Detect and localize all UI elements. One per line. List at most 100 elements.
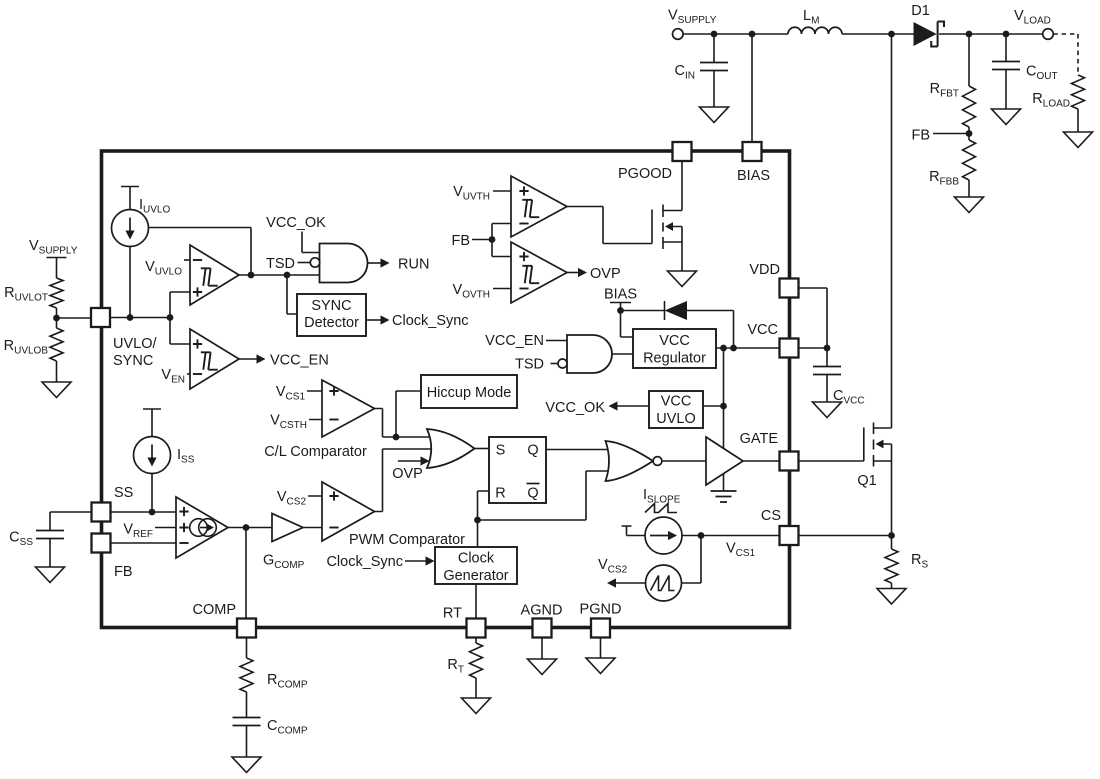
label-clock-sync-out: Clock_Sync xyxy=(392,313,469,329)
gnd-pgnd xyxy=(584,657,617,675)
pin-gate xyxy=(778,450,800,472)
pin-fb xyxy=(90,532,112,554)
vcs2-ramp-source xyxy=(644,564,683,602)
vcs2-out-arrow xyxy=(607,578,616,588)
label-pin-pgnd: PGND xyxy=(580,602,622,618)
vcc-regulator-box xyxy=(632,328,717,369)
gnd-ruvlob xyxy=(40,381,73,399)
wire-diode-vcc xyxy=(687,309,735,348)
ea-plus-top xyxy=(179,506,189,517)
gnd-rt xyxy=(459,697,493,715)
wire-hiccup-feed xyxy=(395,390,421,437)
uvth-comp-plus xyxy=(519,186,529,196)
nor-invert-bubble xyxy=(652,455,663,467)
tsd-in-invert-bubble xyxy=(557,358,568,369)
label-vcc-ok-top: VCC_OK xyxy=(266,215,326,231)
en-comp-plus xyxy=(192,339,203,349)
label-pin-bias: BIAS xyxy=(737,168,770,184)
uvlo-comp-plus xyxy=(192,287,203,297)
label-pin-comp: COMP xyxy=(193,602,237,618)
d1-diode-triangle xyxy=(913,22,937,46)
label-pin-pgood: PGOOD xyxy=(618,166,672,182)
dot-iss xyxy=(148,508,156,516)
label-sync-detector-2: Detector xyxy=(304,315,359,331)
label-vcc-en-out: VCC_EN xyxy=(270,353,329,369)
label-pin-rt: RT xyxy=(443,606,462,622)
vcc-diode-triangle xyxy=(664,301,687,320)
gnd-rs xyxy=(875,587,908,606)
cin-capacitor xyxy=(700,61,728,72)
run-arrow xyxy=(380,258,390,268)
wire-iuvlo-feed xyxy=(148,226,252,275)
clock-sync-out-arrow xyxy=(380,315,390,325)
pin-pgnd xyxy=(589,617,612,639)
pin-uvlo-sync xyxy=(89,306,112,329)
gnd-cin xyxy=(697,106,731,124)
ea-symbol-circle-right xyxy=(197,517,218,538)
pin-comp xyxy=(235,617,258,639)
uvlo-comp-hysteresis-icon xyxy=(200,267,218,287)
q1-arrow xyxy=(875,439,884,449)
pin-pgood xyxy=(671,140,693,163)
ovp-in-arrow xyxy=(420,456,430,466)
sr-latch-box xyxy=(488,436,547,504)
pwm-comp-plus xyxy=(329,491,339,501)
hiccup-mode-box xyxy=(420,374,518,409)
iuvlo-arrow xyxy=(125,230,135,240)
label-pin-gate: GATE xyxy=(740,431,779,447)
gnd-ccomp xyxy=(230,756,263,774)
rfbb-resistor xyxy=(960,139,978,181)
cl-comparator xyxy=(321,378,377,439)
ovp-out-arrow xyxy=(578,267,587,278)
dot-iuvlo xyxy=(126,314,134,321)
label-pin-cs: CS xyxy=(761,508,781,524)
wire-vdd-right xyxy=(798,287,828,348)
wire-sync-feed xyxy=(286,275,297,315)
label-cl-comparator: C/L Comparator xyxy=(264,444,367,460)
d1-schottky-hooks xyxy=(930,20,945,48)
label-pin-vcc: VCC xyxy=(747,322,778,338)
dot-vccreg-out-b xyxy=(730,344,737,352)
dot-ea-out xyxy=(242,524,250,531)
islope-arrow xyxy=(668,530,677,541)
dot-bias-tap xyxy=(748,30,756,38)
gate-driver-ground xyxy=(710,490,737,503)
rt-resistor xyxy=(467,642,485,679)
ea-symbol-arrow xyxy=(207,523,214,532)
dot-divider-tap xyxy=(53,314,60,322)
label-tsd-top: TSD xyxy=(266,256,295,272)
rcomp-resistor xyxy=(237,657,256,693)
wire-css-top xyxy=(49,511,92,530)
label-vcc-ok-left: VCC_OK xyxy=(545,400,605,416)
label-bias-internal: BIAS xyxy=(604,287,637,303)
clock-sync-in-arrow xyxy=(425,556,435,566)
uvth-comp-hysteresis-icon xyxy=(522,198,540,219)
wire-vcs2-right xyxy=(681,535,702,584)
nor-gate xyxy=(604,440,655,482)
label-clock-sync-in: Clock_Sync xyxy=(326,554,403,570)
gnd-pgood-fet xyxy=(665,270,699,288)
rfbt-resistor xyxy=(960,85,978,128)
label-vcc-regulator-1: VCC xyxy=(659,333,690,349)
gnd-rload xyxy=(1061,131,1095,149)
gate-driver xyxy=(705,435,745,487)
label-sync-detector-1: SYNC xyxy=(311,298,351,314)
vcc-uvlo-box xyxy=(648,390,704,429)
tsd-invert-bubble xyxy=(309,256,321,269)
dot-cl-branch xyxy=(392,433,400,441)
dot-bias-stub xyxy=(617,307,624,314)
label-latch-qbar: Q xyxy=(527,486,538,502)
label-vcc-regulator-2: Regulator xyxy=(643,351,706,367)
or-gate xyxy=(425,428,477,469)
pin-ss xyxy=(90,501,112,523)
vcc-en-arrow xyxy=(256,354,266,364)
dot-cs-node xyxy=(888,532,895,539)
dot-islope-out xyxy=(697,532,705,539)
label-clock-generator-2: Generator xyxy=(443,568,508,584)
iss-arrow xyxy=(147,457,157,467)
label-vcc-uvlo-1: VCC xyxy=(661,394,692,410)
dot-vccreg-out-a xyxy=(720,344,727,352)
